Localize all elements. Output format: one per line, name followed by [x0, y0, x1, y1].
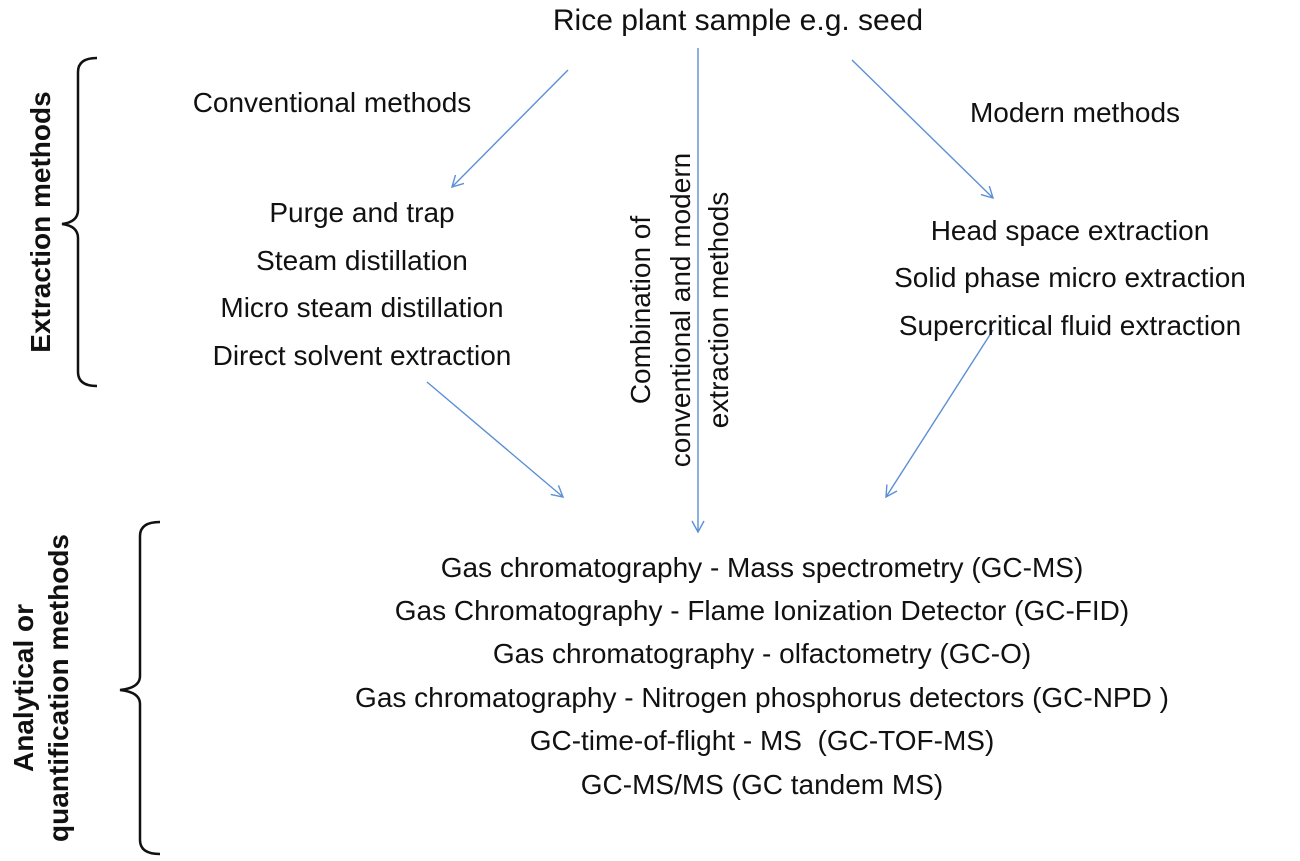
conventional-item: Purge and trap	[269, 197, 454, 228]
root-node: Rice plant sample e.g. seed	[553, 4, 923, 37]
modern-item: Supercritical fluid extraction	[899, 310, 1241, 341]
combination-line-2: conventional and modern	[665, 153, 696, 467]
modern-item: Solid phase micro extraction	[894, 262, 1246, 293]
arrow-modern-to-analysis	[885, 329, 994, 499]
arrow-to-conventional	[450, 69, 569, 189]
combination-line-1: Combination of	[625, 216, 656, 405]
conventional-item: Steam distillation	[256, 245, 468, 276]
modern-item: Head space extraction	[931, 215, 1210, 246]
analytical-item: GC-MS/MS (GC tandem MS)	[581, 769, 943, 800]
analytical-item: Gas Chromatography - Flame Ionization De…	[395, 595, 1129, 626]
analytical-item: GC-time-of-flight - MS (GC-TOF-MS)	[530, 725, 995, 756]
analytical-label-line-1: Analytical or	[8, 604, 39, 772]
analytical-item: Gas chromatography - olfactometry (GC-O)	[493, 638, 1031, 669]
arrow-conventional-to-analysis	[426, 381, 565, 498]
conventional-heading: Conventional methods	[193, 87, 472, 118]
conventional-item: Micro steam distillation	[220, 292, 503, 323]
extraction-methods-label: Extraction methods	[25, 91, 56, 352]
analytical-item: Gas chromatography - Mass spectrometry (…	[441, 552, 1084, 583]
combination-line-3: extraction methods	[703, 192, 734, 429]
analytical-label-line-2: quantification methods	[43, 534, 74, 842]
analytical-item: Gas chromatography - Nitrogen phosphorus…	[355, 682, 1169, 713]
conventional-item: Direct solvent extraction	[213, 340, 512, 371]
extraction-brace	[61, 56, 98, 388]
modern-heading: Modern methods	[970, 97, 1180, 128]
arrow-to-modern	[851, 59, 995, 200]
analytical-brace	[119, 520, 161, 856]
